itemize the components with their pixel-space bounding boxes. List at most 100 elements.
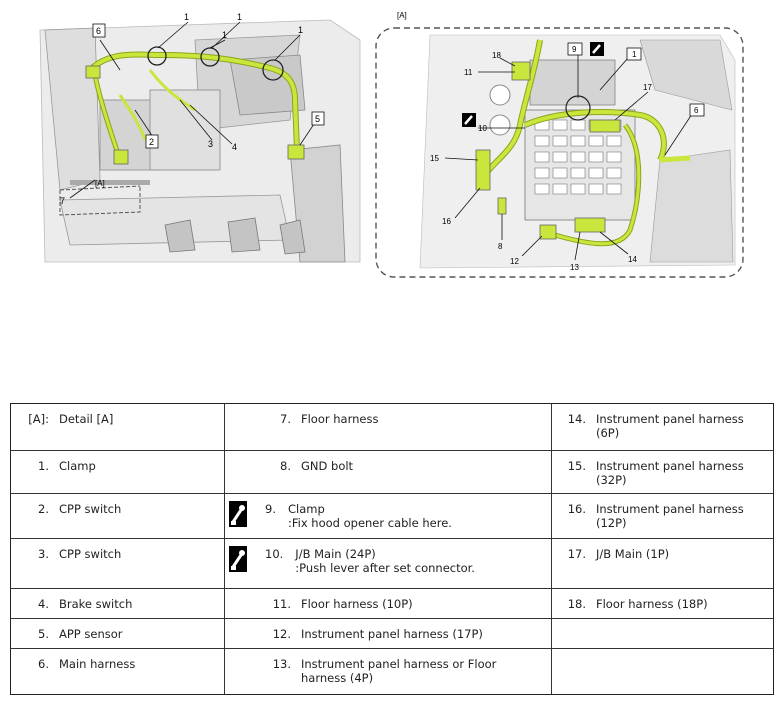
legend-text: GND bolt [291, 459, 353, 473]
legend-number: [A]: [28, 412, 49, 426]
legend-cell: 12. Instrument panel harness (17P) [224, 618, 552, 649]
legend-cell: 5.APP sensor [10, 618, 225, 649]
callout-2: 2 [149, 137, 154, 147]
callout-1d: 1 [298, 25, 303, 35]
legend-cell [551, 648, 774, 695]
callout-7: 7 [60, 196, 65, 206]
legend-cell: 6.Main harness [10, 648, 225, 695]
legend-number: 4. [38, 597, 49, 611]
legend-cell: 4. Brake switch [10, 588, 225, 619]
legend-number: 8. [280, 459, 291, 473]
callout-15: 15 [430, 154, 439, 163]
legend-label-line2: harness (4P) [301, 671, 374, 685]
callout-11: 11 [464, 68, 473, 77]
legend-number: 12. [272, 627, 291, 641]
legend-label: Instrument panel harness [596, 412, 744, 426]
callout-1a: 1 [184, 12, 189, 22]
legend-label: GND bolt [301, 459, 354, 473]
legend-text: Clamp [49, 459, 96, 473]
callout-10: 10 [478, 124, 487, 133]
legend-number: 2. [38, 502, 49, 516]
callout-1c: 1 [222, 30, 227, 40]
legend-text: Instrument panel harness (17P) [291, 627, 483, 641]
legend-number: 1. [38, 459, 49, 473]
legend-text: Floor harness (18P) [586, 597, 708, 611]
legend-number: 3. [38, 547, 49, 561]
callout-8: 8 [498, 242, 503, 251]
callout-16: 16 [442, 217, 451, 226]
legend-label: Floor harness (10P) [301, 597, 413, 611]
legend-cell: 10.J/B Main (24P):Push lever after set c… [224, 538, 552, 589]
legend-label: J/B Main (1P) [596, 547, 670, 561]
legend-label: CPP switch [59, 502, 122, 516]
callout-a-marker: [A] [95, 179, 105, 188]
legend-number: 18. [567, 597, 586, 611]
legend-table: [A]: Detail [A] 7.Floor harness 14. Instrume… [10, 403, 774, 695]
legend-number: 17. [567, 547, 586, 561]
legend-cell: 17. J/B Main (1P) [551, 538, 774, 589]
legend-cell: [A]: Detail [A] [10, 403, 225, 451]
legend-row: [A]: Detail [A] 7.Floor harness 14. Instrume… [10, 403, 774, 451]
legend-text: Instrument panel harness(32P) [586, 459, 744, 487]
legend-label: Instrument panel harness [596, 502, 744, 516]
callout-4: 4 [232, 142, 237, 152]
legend-cell: 15.Instrument panel harness(32P) [551, 450, 774, 494]
legend-number: 9. [265, 502, 276, 516]
legend-label-line2: :Fix hood opener cable here. [287, 516, 452, 530]
harness-diagram: 1 1 1 1 6 2 3 4 5 7 [A] [A] [39, 11, 744, 278]
legend-number: 10. [265, 547, 284, 561]
legend-text: CPP switch [49, 502, 121, 516]
legend-label: Clamp [59, 459, 96, 473]
legend-row: 3.CPP switch 10.J/B Main (24P):Push lever… [10, 538, 774, 589]
detail-a-illustration: [A] [375, 11, 744, 278]
legend-cell: 16.Instrument panel harness(12P) [551, 493, 774, 539]
callout-13: 13 [570, 263, 579, 272]
callout-3: 3 [208, 139, 213, 149]
legend-text: Main harness [49, 657, 135, 671]
legend-number: 14. [567, 412, 586, 426]
tightening-tool-icon [229, 546, 247, 572]
legend-label: Detail [A] [59, 412, 114, 426]
legend-cell [551, 618, 774, 649]
legend-number: 5. [38, 627, 49, 641]
legend-cell: 1. Clamp [10, 450, 225, 494]
legend-label-line2: (6P) [596, 426, 620, 440]
callout-9: 9 [572, 45, 577, 54]
legend-label-line2: :Push lever after set connector. [295, 561, 475, 575]
callout-1b: 1 [237, 12, 242, 22]
left-illustration: 1 1 1 1 6 2 3 4 5 7 [A] [39, 12, 361, 263]
legend-text: Floor harness (10P) [291, 597, 413, 611]
legend-label: Brake switch [59, 597, 133, 611]
legend-cell: 2. CPP switch [10, 493, 225, 539]
legend-cell: 9.Clamp:Fix hood opener cable here. [224, 493, 552, 539]
callout-6-detail: 6 [694, 106, 699, 115]
legend-label: Instrument panel harness or Floor [301, 657, 497, 671]
callout-12: 12 [510, 257, 519, 266]
legend-cell: 14. Instrument panel harness(6P) [551, 403, 774, 451]
legend-cell: 7.Floor harness [224, 403, 552, 451]
legend-number: 16. [567, 502, 586, 516]
legend-text: J/B Main (1P) [586, 547, 669, 561]
callout-18: 18 [492, 51, 501, 60]
legend-text: CPP switch [49, 547, 121, 561]
legend-number: 6. [38, 657, 49, 671]
legend-text: Instrument panel harness(12P) [586, 502, 744, 530]
detail-a-label: [A] [397, 11, 407, 20]
legend-label: Instrument panel harness (17P) [301, 627, 483, 641]
legend-text: Detail [A] [49, 412, 113, 426]
legend-number: 7. [280, 412, 291, 426]
legend-text: Clamp:Fix hood opener cable here. [276, 502, 452, 530]
callout-14: 14 [628, 255, 637, 264]
legend-cell: 8. GND bolt [224, 450, 552, 494]
legend-cell: 11.Floor harness (10P) [224, 588, 552, 619]
legend-text: Floor harness [291, 412, 378, 426]
callout-17: 17 [643, 83, 652, 92]
callout-6: 6 [96, 26, 101, 36]
tightening-tool-icon [229, 501, 247, 527]
legend-label: Clamp [287, 502, 325, 516]
legend-row: 1. Clamp 8. GND bolt 15.Instrument panel har… [10, 450, 774, 494]
